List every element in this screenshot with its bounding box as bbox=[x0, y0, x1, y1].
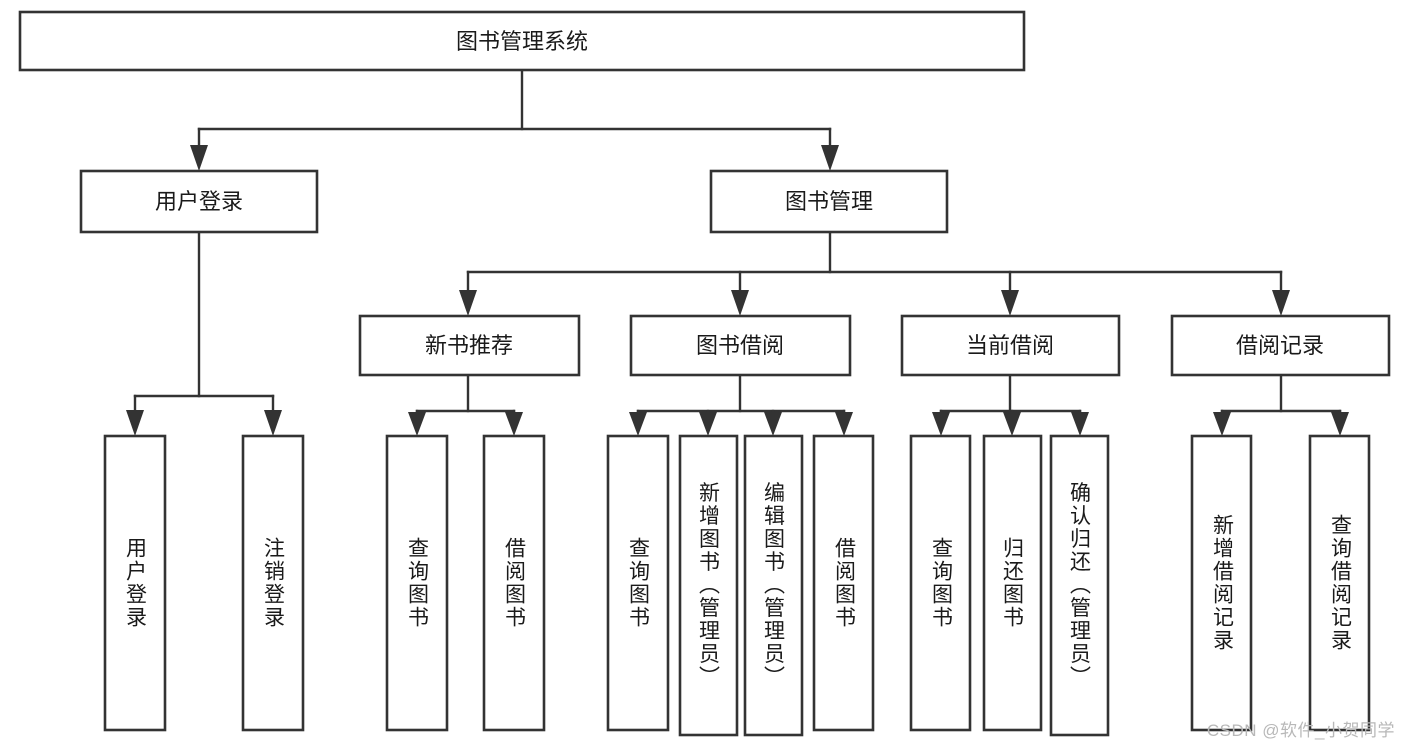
node-leaf-query-book-2-label: 查询图书 bbox=[627, 537, 651, 629]
edge-group-current-borrow bbox=[932, 373, 1089, 436]
node-book-borrow-label: 图书借阅 bbox=[696, 333, 784, 358]
node-user-login-box bbox=[79, 169, 319, 234]
node-user-login-label: 用户登录 bbox=[155, 189, 243, 214]
arrow-to-borrow-record bbox=[1272, 290, 1290, 316]
node-leaf-edit-book-label: 编辑图书（管理员） bbox=[762, 482, 786, 689]
node-leaf-borrow-book-2-box bbox=[812, 434, 875, 732]
node-new-book-rec-box bbox=[358, 314, 581, 377]
node-leaf-query-book-2[interactable]: 查询图书 bbox=[606, 434, 670, 732]
node-new-book-rec[interactable]: 新书推荐 bbox=[358, 314, 581, 377]
node-leaf-logout-box bbox=[241, 434, 305, 732]
edge-group-book-manage bbox=[459, 230, 1290, 316]
edge-group-book-borrow bbox=[629, 373, 853, 436]
csdn-watermark: CSDN @软件_小贺同学 bbox=[1206, 721, 1395, 740]
edge-group-borrow-record bbox=[1213, 373, 1349, 436]
node-leaf-query-book-2-box bbox=[606, 434, 670, 732]
node-leaf-user-login-label: 用户登录 bbox=[124, 537, 148, 629]
node-root-label: 图书管理系统 bbox=[456, 29, 588, 54]
node-leaf-confirm-return[interactable]: 确认归还（管理员） bbox=[1049, 434, 1110, 737]
node-leaf-borrow-book-1-label: 借阅图书 bbox=[503, 537, 527, 629]
node-leaf-borrow-book-1[interactable]: 借阅图书 bbox=[482, 434, 546, 732]
node-leaf-return-book-box bbox=[982, 434, 1043, 732]
arrow-to-leaf-user-login bbox=[126, 410, 144, 436]
node-leaf-add-record-label: 新增借阅记录 bbox=[1211, 514, 1235, 652]
node-leaf-query-book-3-label: 查询图书 bbox=[930, 537, 954, 629]
node-leaf-user-login-box bbox=[103, 434, 167, 732]
node-root-box bbox=[18, 10, 1026, 72]
node-book-manage-box bbox=[709, 169, 949, 234]
node-current-borrow[interactable]: 当前借阅 bbox=[900, 314, 1121, 377]
node-leaf-query-record[interactable]: 查询借阅记录 bbox=[1308, 434, 1371, 732]
arrow-to-leaf-query-record bbox=[1331, 412, 1349, 436]
node-leaf-add-book-box bbox=[678, 434, 739, 737]
node-leaf-edit-book[interactable]: 编辑图书（管理员） bbox=[743, 434, 804, 737]
node-leaf-add-book[interactable]: 新增图书（管理员） bbox=[678, 434, 739, 737]
node-book-borrow-box bbox=[629, 314, 852, 377]
node-leaf-query-book-1-label: 查询图书 bbox=[406, 537, 430, 629]
arrow-root-to-book-manage bbox=[821, 145, 839, 171]
node-new-book-rec-label: 新书推荐 bbox=[425, 333, 513, 358]
node-book-manage[interactable]: 图书管理 bbox=[709, 169, 949, 234]
node-borrow-record-box bbox=[1170, 314, 1391, 377]
arrow-to-leaf-confirm-return bbox=[1071, 412, 1089, 436]
node-book-manage-label: 图书管理 bbox=[785, 189, 873, 214]
node-leaf-logout[interactable]: 注销登录 bbox=[241, 434, 305, 732]
node-root[interactable]: 图书管理系统 bbox=[18, 10, 1026, 72]
node-leaf-borrow-book-2-label: 借阅图书 bbox=[833, 537, 857, 629]
node-leaf-query-book-1-box bbox=[385, 434, 449, 732]
node-leaf-return-book[interactable]: 归还图书 bbox=[982, 434, 1043, 732]
arrow-root-to-user-login bbox=[190, 145, 208, 171]
arrow-to-leaf-logout bbox=[264, 410, 282, 436]
node-leaf-borrow-book-1-box bbox=[482, 434, 546, 732]
node-leaf-return-book-label: 归还图书 bbox=[1001, 537, 1025, 629]
node-leaf-add-record[interactable]: 新增借阅记录 bbox=[1190, 434, 1253, 732]
arrow-to-leaf-add-record bbox=[1213, 412, 1231, 436]
arrow-to-leaf-return-book bbox=[1003, 412, 1021, 436]
node-borrow-record-label: 借阅记录 bbox=[1236, 333, 1324, 358]
node-leaf-query-book-3-box bbox=[909, 434, 972, 732]
edge-group-root bbox=[190, 68, 839, 171]
arrow-to-current-borrow bbox=[1001, 290, 1019, 316]
node-leaf-user-login[interactable]: 用户登录 bbox=[103, 434, 167, 732]
arrow-to-book-borrow bbox=[731, 290, 749, 316]
node-leaf-query-record-label: 查询借阅记录 bbox=[1329, 514, 1353, 652]
arrow-to-leaf-edit-book bbox=[764, 412, 782, 436]
arrow-to-leaf-query-book-1 bbox=[408, 412, 426, 436]
node-leaf-logout-label: 注销登录 bbox=[262, 537, 286, 629]
arrow-to-leaf-borrow-book-2 bbox=[835, 412, 853, 436]
arrow-to-leaf-borrow-book-1 bbox=[505, 412, 523, 436]
node-leaf-confirm-return-box bbox=[1049, 434, 1110, 737]
edge-group-new-book-rec bbox=[408, 373, 523, 436]
arrow-to-new-book-rec bbox=[459, 290, 477, 316]
arrow-to-leaf-add-book bbox=[699, 412, 717, 436]
node-leaf-confirm-return-label: 确认归还（管理员） bbox=[1068, 482, 1092, 689]
node-user-login[interactable]: 用户登录 bbox=[79, 169, 319, 234]
arrow-to-leaf-query-book-2 bbox=[629, 412, 647, 436]
node-borrow-record[interactable]: 借阅记录 bbox=[1170, 314, 1391, 377]
node-leaf-query-book-3[interactable]: 查询图书 bbox=[909, 434, 972, 732]
node-book-borrow[interactable]: 图书借阅 bbox=[629, 314, 852, 377]
node-leaf-query-book-1[interactable]: 查询图书 bbox=[385, 434, 449, 732]
node-current-borrow-label: 当前借阅 bbox=[966, 333, 1054, 358]
node-current-borrow-box bbox=[900, 314, 1121, 377]
node-leaf-borrow-book-2[interactable]: 借阅图书 bbox=[812, 434, 875, 732]
node-leaf-query-record-box bbox=[1308, 434, 1371, 732]
node-leaf-add-book-label: 新增图书（管理员） bbox=[697, 482, 721, 689]
edge-group-user-login bbox=[126, 230, 282, 436]
node-leaf-add-record-box bbox=[1190, 434, 1253, 732]
arrow-to-leaf-query-book-3 bbox=[932, 412, 950, 436]
node-leaf-edit-book-box bbox=[743, 434, 804, 737]
